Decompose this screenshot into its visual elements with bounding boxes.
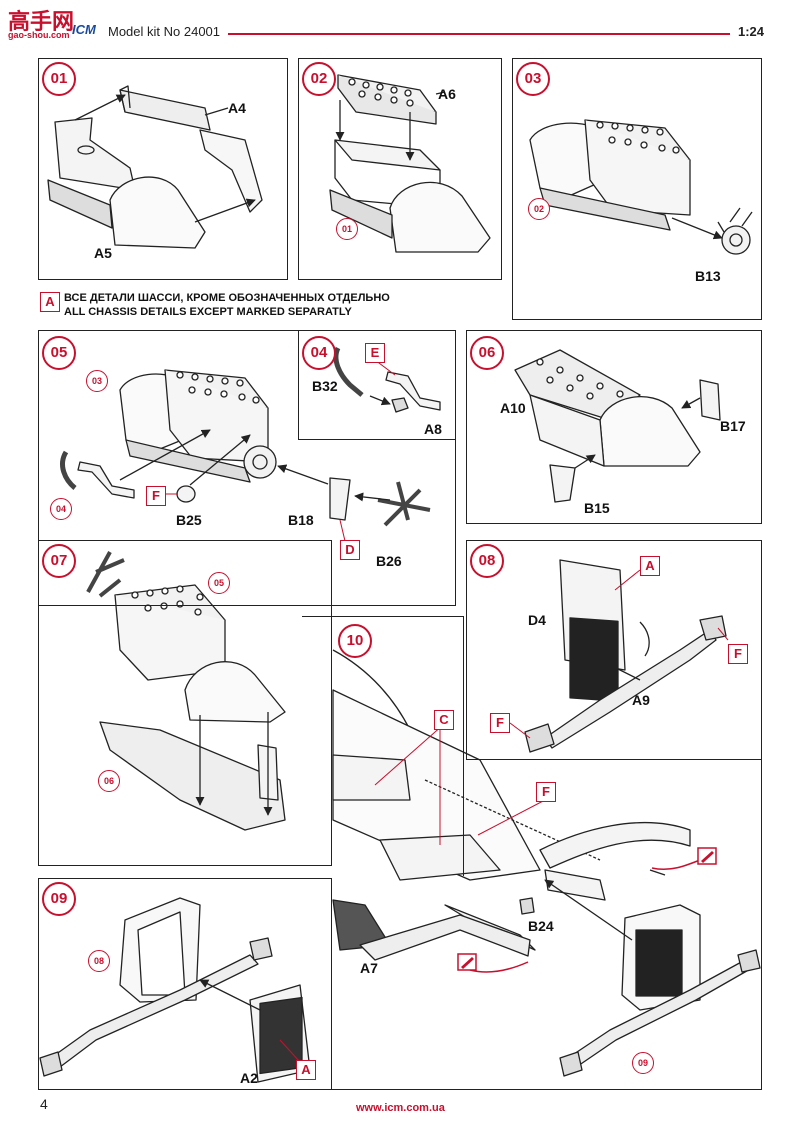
- color-code-a-radiator: A: [640, 556, 660, 576]
- ref-step-02: 02: [528, 198, 550, 220]
- step02-drawing: [329, 74, 491, 253]
- ref-step-05: 05: [208, 572, 230, 594]
- part-b18: B18: [288, 512, 314, 528]
- part-b24: B24: [528, 918, 554, 934]
- color-code-f-frame: F: [536, 782, 556, 802]
- step-01-panel: [38, 58, 288, 280]
- part-b17: B17: [720, 418, 746, 434]
- note-line-ru: ВСЕ ДЕТАЛИ ШАССИ, КРОМЕ ОБОЗНАЧЕННЫХ ОТД…: [64, 292, 390, 304]
- step-02-panel: [298, 58, 502, 280]
- step-number-02: 02: [302, 62, 336, 96]
- step-03-panel: [512, 58, 762, 320]
- step-number-06: 06: [470, 336, 504, 370]
- note-marker-a: A: [40, 292, 60, 312]
- logo-subtext: gao-shou.com: [8, 30, 70, 40]
- paint-brush-icon: [457, 847, 717, 971]
- step01-drawing: [47, 85, 263, 249]
- part-b25: B25: [176, 512, 202, 528]
- part-a5: A5: [94, 245, 112, 261]
- step-10-panel: [302, 616, 464, 876]
- step-number-05: 05: [42, 336, 76, 370]
- ref-step-04: 04: [50, 498, 72, 520]
- ref-step-03: 03: [86, 370, 108, 392]
- step-04-panel: [298, 330, 456, 440]
- part-a8: A8: [424, 421, 442, 437]
- step07-drawing: [86, 551, 286, 831]
- ref-step-06: 06: [98, 770, 120, 792]
- ref-step-09: 09: [632, 1052, 654, 1074]
- header-rule: [228, 33, 730, 35]
- color-code-c: C: [434, 710, 454, 730]
- header-logo: 高手网 gao-shou.com: [6, 4, 96, 48]
- step-09-panel: [38, 878, 332, 1090]
- brand-logo: ICM: [72, 22, 96, 37]
- color-code-d: D: [340, 540, 360, 560]
- logo-text: 高手网: [8, 9, 75, 34]
- part-b13: B13: [695, 268, 721, 284]
- step-05-panel: [38, 330, 456, 606]
- step-07-panel: [38, 540, 332, 866]
- part-b26: B26: [376, 553, 402, 569]
- step-number-01: 01: [42, 62, 76, 96]
- part-a6: A6: [438, 86, 456, 102]
- kit-scale: 1:24: [738, 24, 765, 39]
- page-number: 4: [40, 1096, 48, 1112]
- part-a7: A7: [360, 960, 378, 976]
- step-06-panel: [466, 330, 762, 524]
- part-a4: A4: [228, 100, 246, 116]
- step-number-08: 08: [470, 544, 504, 578]
- step03-drawing: [529, 119, 753, 255]
- step04-drawing: [333, 346, 441, 413]
- ref-step-08: 08: [88, 950, 110, 972]
- step-number-04: 04: [302, 336, 336, 370]
- kit-title: Model kit No 24001: [108, 24, 221, 39]
- step10-drawing: [332, 649, 761, 1077]
- part-a10: A10: [500, 400, 526, 416]
- step05-drawing: [60, 369, 431, 527]
- step09-drawing: [39, 897, 311, 1083]
- step-number-07: 07: [42, 544, 76, 578]
- color-code-f-left: F: [490, 713, 510, 733]
- part-a2: A2: [240, 1070, 258, 1086]
- color-code-a-grille: A: [296, 1060, 316, 1080]
- color-code-f-right: F: [728, 644, 748, 664]
- step-number-10: 10: [338, 624, 372, 658]
- part-d4: D4: [528, 612, 546, 628]
- footer-url[interactable]: www.icm.com.ua: [356, 1102, 445, 1114]
- part-b15: B15: [584, 500, 610, 516]
- part-a9: A9: [632, 692, 650, 708]
- step-10-frame: [332, 616, 762, 1090]
- note-line-en: ALL CHASSIS DETAILS EXCEPT MARKED SEPARA…: [64, 306, 352, 318]
- part-b32: B32: [312, 378, 338, 394]
- step-number-03: 03: [516, 62, 550, 96]
- ref-step-01: 01: [336, 218, 358, 240]
- step-number-09: 09: [42, 882, 76, 916]
- color-code-f-b25: F: [146, 486, 166, 506]
- color-code-e: E: [365, 343, 385, 363]
- step08-drawing: [524, 559, 727, 753]
- step06-drawing: [514, 349, 721, 503]
